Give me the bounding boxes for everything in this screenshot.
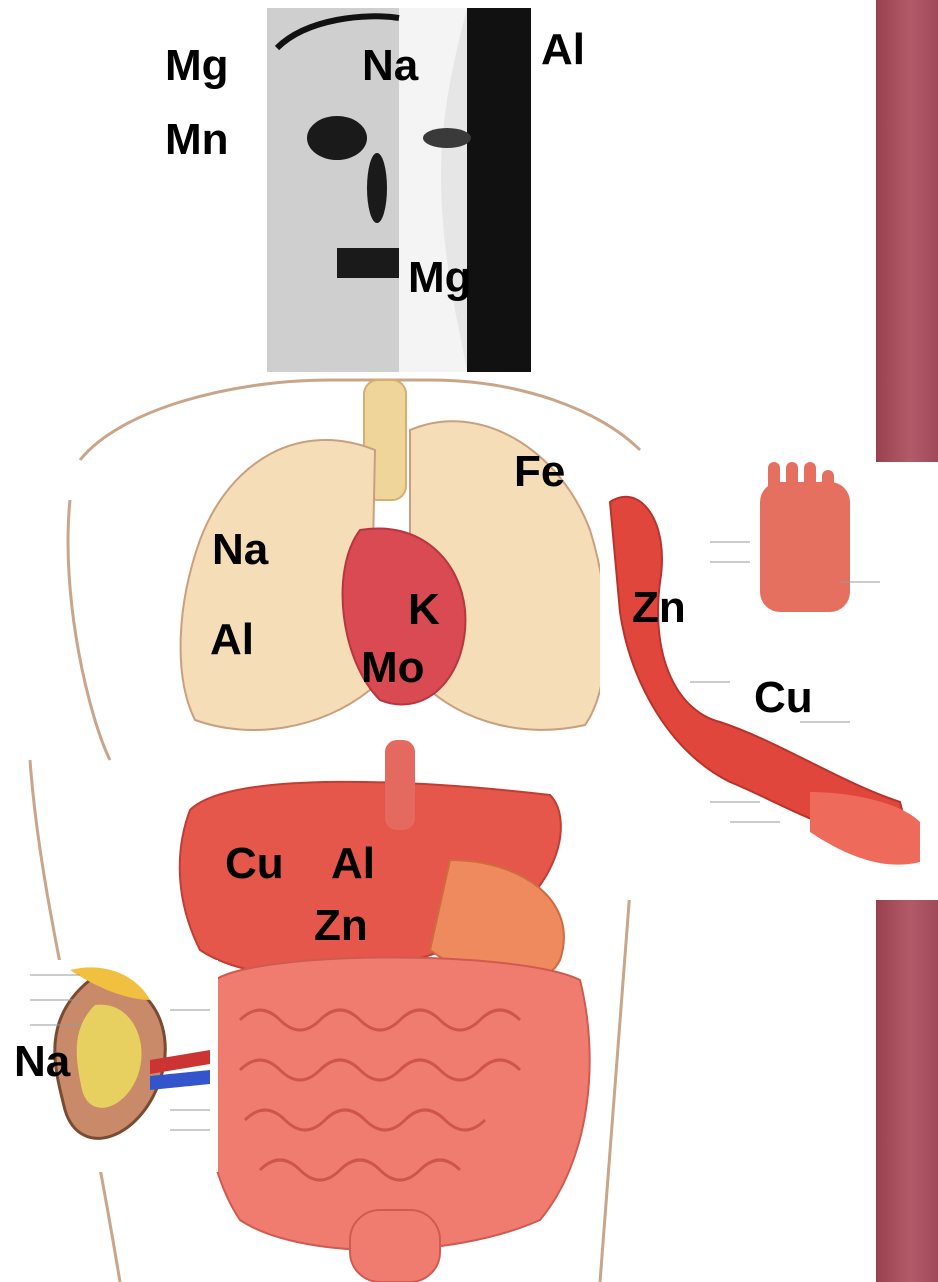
label-cu-liver: Cu <box>225 842 284 886</box>
label-al-lung: Al <box>210 618 254 662</box>
label-na-lung: Na <box>212 528 268 572</box>
label-cu-arm: Cu <box>754 676 813 720</box>
label-al-face: Al <box>541 28 585 72</box>
label-mo-heart: Mo <box>361 646 425 690</box>
label-zn-arm: Zn <box>632 586 686 630</box>
hand-illustration <box>760 462 850 612</box>
label-k-heart: K <box>408 588 440 632</box>
label-mn-face-left: Mn <box>165 118 229 162</box>
decorative-side-bar-bottom <box>876 900 938 1282</box>
label-mg-face-left: Mg <box>165 44 229 88</box>
label-al-liver: Al <box>331 842 375 886</box>
decorative-side-bar-top <box>876 0 938 462</box>
label-fe-lung: Fe <box>514 450 565 494</box>
label-zn-liver: Zn <box>314 904 368 948</box>
label-na-kidney: Na <box>14 1040 70 1084</box>
label-na-face: Na <box>362 44 418 88</box>
label-mg-face: Mg <box>408 256 472 300</box>
